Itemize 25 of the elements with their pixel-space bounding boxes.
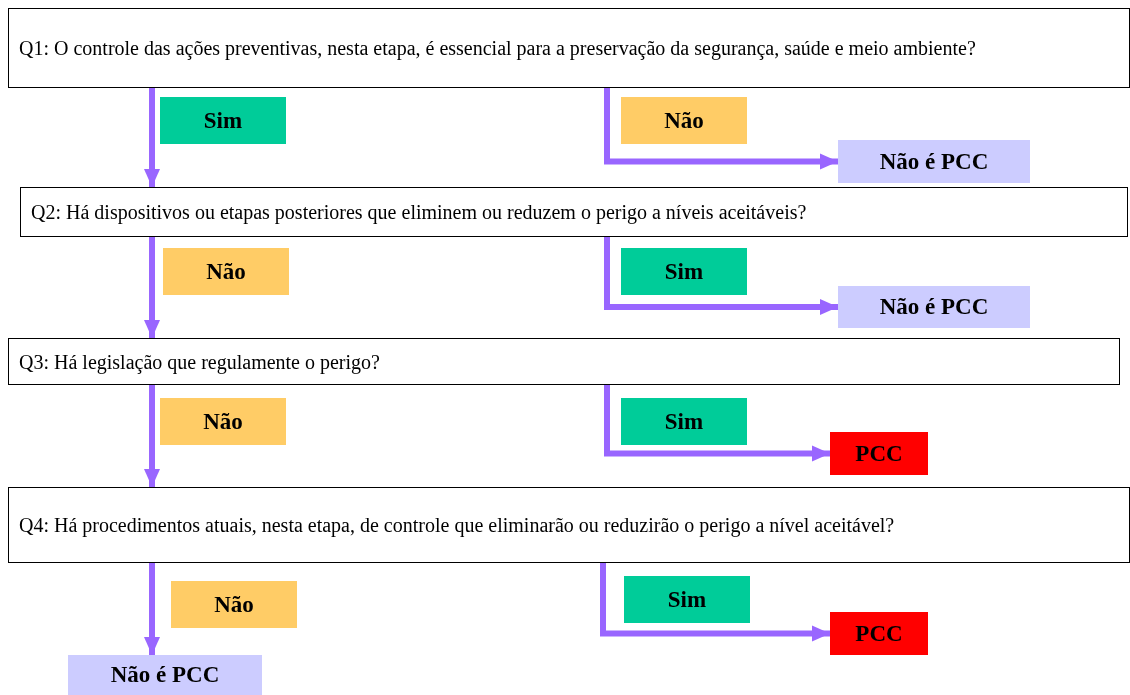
arrow [604,385,830,462]
arrow [144,563,160,655]
edge-label: Sim [160,97,286,144]
result-box: PCC [830,432,928,475]
result-box: Não é PCC [68,655,262,695]
arrow [144,88,160,187]
result-box: Não é PCC [838,140,1030,183]
question-box: Q2: Há dispositivos ou etapas posteriores que eliminem ou reduzem o perigo a níveis aceitáveis? [20,187,1128,237]
arrow [600,563,830,642]
arrow [144,237,160,338]
arrow [144,385,160,487]
edge-label: Não [160,398,286,445]
edge-label: Não [163,248,289,295]
result-box: PCC [830,612,928,655]
edge-label: Sim [621,398,747,445]
arrow [604,237,838,315]
edge-label: Não [171,581,297,628]
question-box: Q1: O controle das ações preventivas, nesta etapa, é essencial para a preservação da segurança, saúde e meio ambiente? [8,8,1130,88]
question-box: Q4: Há procedimentos atuais, nesta etapa, de controle que eliminarão ou reduzirão o perigo a nível aceitável? [8,487,1130,563]
result-box: Não é PCC [838,286,1030,328]
edge-label: Sim [621,248,747,295]
arrow [604,88,838,170]
edge-label: Não [621,97,747,144]
edge-label: Sim [624,576,750,623]
question-box: Q3: Há legislação que regulamente o perigo? [8,338,1120,385]
